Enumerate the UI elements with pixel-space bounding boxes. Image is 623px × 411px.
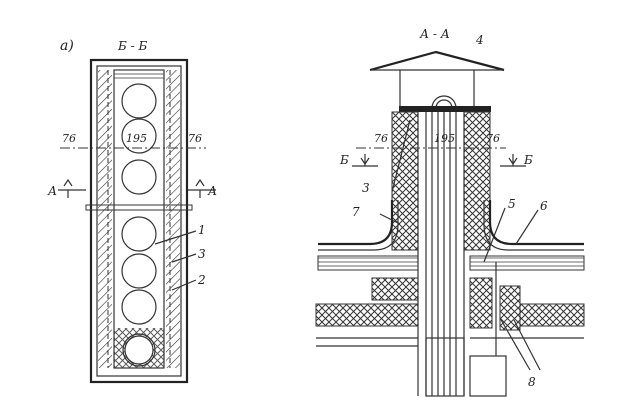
ceiling-insulation-right: [519, 303, 585, 327]
dim-center: 195: [126, 132, 147, 145]
panel-label: а): [60, 38, 74, 54]
callout-2: 2: [197, 273, 206, 287]
dim-left: 76: [62, 132, 76, 145]
dim-right: 76: [188, 132, 202, 145]
callout-1: 1: [198, 223, 206, 237]
ceiling-insulation-left: [315, 303, 419, 327]
callout-5: 5: [508, 197, 516, 211]
cut-arrow-left: [58, 178, 86, 198]
callout-3: 3: [198, 247, 206, 261]
cut-arrow-b-left: [352, 154, 378, 167]
roof-slab-left: [317, 255, 419, 271]
left-insulation: [391, 111, 419, 251]
dim-right-b: 76: [486, 132, 500, 145]
ventilation-shaft: [417, 112, 465, 396]
vent-cap: [369, 50, 505, 72]
cut-arrow-right: [188, 178, 216, 198]
callout-8: 8: [528, 375, 536, 389]
block-outline: [89, 58, 189, 384]
cut-arrow-b-right: [500, 154, 526, 167]
callout-4: 4: [475, 33, 484, 47]
callout-7: 7: [352, 205, 360, 219]
section-title-b: Б - Б: [117, 39, 148, 53]
roof-slab-right: [469, 255, 585, 271]
cut-label-right: А: [207, 184, 217, 198]
cut-label-left: А: [47, 184, 57, 198]
channel-holes: [121, 83, 157, 367]
callout-3b: 3: [362, 181, 370, 195]
left-wall-hatch: [98, 70, 112, 368]
section-title-a: А - А: [419, 27, 450, 41]
dim-center-b: 195: [434, 132, 455, 145]
cut-label-b-left: Б: [339, 153, 349, 167]
figure-a-section: а) Б - Б 76 195 76 А А 1 3 2: [47, 38, 217, 384]
callout-6: 6: [540, 199, 548, 213]
dim-left-b: 76: [374, 132, 388, 145]
cut-label-b-right: Б: [523, 153, 533, 167]
right-wall-hatch: [166, 70, 180, 368]
figure-b-section: А - А 4 76 195 76 Б Б 3 7 5 6 8: [315, 27, 585, 397]
